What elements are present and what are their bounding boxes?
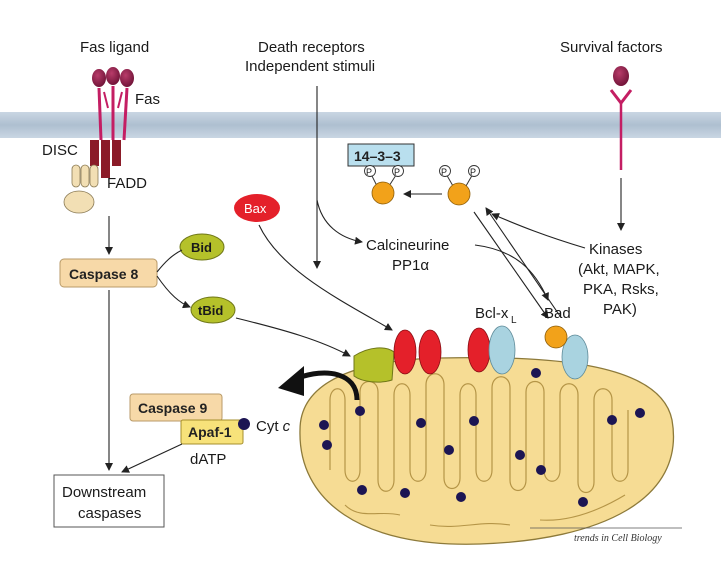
apaf1-box — [180, 419, 244, 445]
arrow-bad-up — [485, 207, 561, 317]
independent-stimuli-label: Independent stimuli — [245, 58, 375, 75]
fas-ligand-label: Fas ligand — [80, 39, 149, 56]
bax-label: Bax — [244, 201, 267, 216]
bad-label: Bad — [544, 305, 571, 322]
pp1a-label: PP1α — [392, 257, 429, 274]
kinases-list-2: PKA, Rsks, — [583, 281, 659, 298]
downstream-label: Downstream — [62, 484, 146, 501]
bclxl-label: Bcl-x — [475, 305, 509, 322]
caspase8-box — [59, 258, 158, 288]
bax-with-bclxl — [467, 327, 491, 373]
bclxl-protein-1 — [488, 325, 516, 375]
phospho-label-2: P — [394, 167, 400, 177]
arrow-calcineurine-bad — [474, 244, 549, 301]
arrow-bid-tbid — [156, 275, 191, 309]
bax-pore-1 — [393, 329, 417, 375]
tbid-protein — [190, 296, 236, 324]
kinases-list-3: PAK) — [603, 301, 637, 318]
kinases-list-1: (Akt, MAPK, — [578, 261, 660, 278]
survival-factors-label: Survival factors — [560, 39, 663, 56]
fadd-label: FADD — [107, 175, 147, 192]
caspases-label: caspases — [78, 505, 141, 522]
cytc-label: Cyt c — [256, 418, 291, 435]
tbid-label: tBid — [198, 303, 223, 318]
apaf1-label: Apaf-1 — [188, 424, 232, 440]
cytochrome-c-dots — [319, 368, 645, 507]
cytc-bound-dot — [238, 418, 250, 430]
credit-label: trends in Cell Biology — [574, 533, 662, 544]
fas-ligand-trimer — [92, 67, 134, 87]
phospho-label-4: P — [470, 167, 476, 177]
caspase8-label: Caspase 8 — [69, 266, 138, 282]
bax-protein — [234, 194, 280, 222]
cytc-release-arrowhead — [278, 366, 304, 396]
caspase9-box — [129, 393, 223, 422]
arrow-phospho-bad-down — [473, 211, 549, 319]
fadd-adaptor — [63, 164, 99, 214]
phospho-label-3: P — [441, 167, 447, 177]
caspase9-label: Caspase 9 — [138, 400, 207, 416]
bound-bad-phospho — [364, 165, 404, 205]
downstream-caspases-box — [53, 474, 165, 528]
survival-factor-ligand — [613, 66, 629, 86]
fas-receptor — [97, 86, 129, 141]
plasma-membrane — [0, 112, 721, 138]
tbid-docked — [353, 347, 395, 383]
arrow-caspase8-bid — [156, 249, 183, 273]
free-bad-phospho — [439, 165, 480, 206]
bid-label: Bid — [191, 240, 212, 255]
disc-label: DISC — [42, 142, 78, 159]
phospho-label-1: P — [366, 167, 372, 177]
arrow-bax-mito — [258, 224, 393, 331]
bax-pore-2 — [418, 329, 442, 375]
bad-protein — [544, 325, 568, 349]
fas-label: Fas — [135, 91, 160, 108]
cytc-release-arrow — [297, 370, 360, 401]
label-14-3-3: 14–3–3 — [354, 148, 401, 164]
bid-protein — [179, 233, 225, 261]
bclxl-protein-2 — [561, 334, 589, 380]
box-14-3-3 — [347, 143, 415, 167]
bclxl-subscript: L — [511, 315, 517, 326]
kinases-label: Kinases — [589, 241, 642, 258]
datp-label: dATP — [190, 451, 226, 468]
arrow-kinases-phospho — [491, 213, 586, 249]
survival-factor-receptor — [609, 89, 633, 170]
arrow-stimuli-calcineurine — [316, 199, 363, 245]
disc-complex — [90, 140, 121, 178]
calcineurine-label: Calcineurine — [366, 237, 449, 254]
death-receptors-label: Death receptors — [258, 39, 365, 56]
arrow-tbid-mito — [235, 317, 351, 357]
arrow-apoptosome-downstream — [121, 443, 183, 473]
